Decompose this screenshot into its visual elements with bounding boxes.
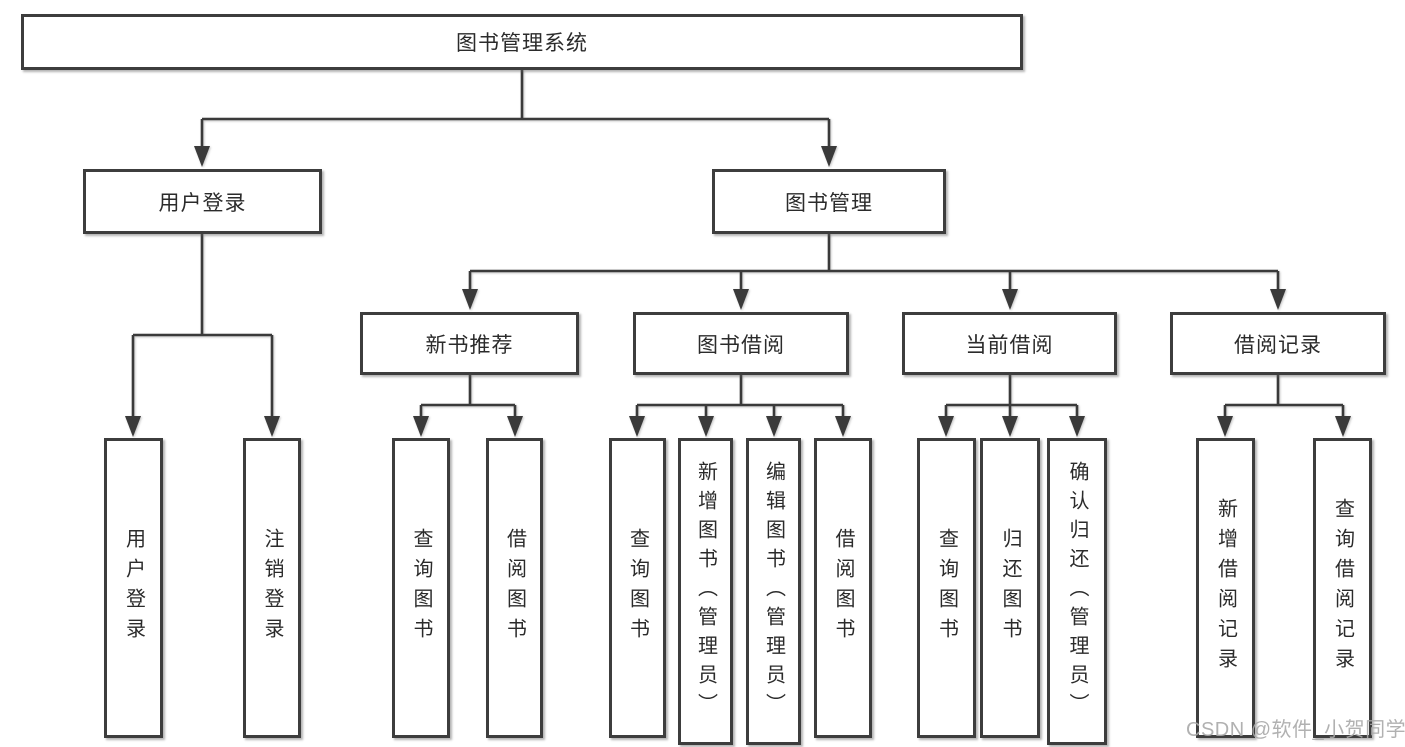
leaf-newbooks-query-books-label: 查询图书 xyxy=(410,528,432,648)
node-borrow-records: 借阅记录 xyxy=(1170,312,1386,375)
leaf-borrow-query-books-label: 查询图书 xyxy=(626,528,649,648)
leaf-newbooks-query-books: 查询图书 xyxy=(392,438,450,738)
leaf-current-query-books-label: 查询图书 xyxy=(935,528,958,648)
node-root: 图书管理系统 xyxy=(21,14,1023,70)
leaf-current-confirm-return-admin-label: 确认归还（管理员） xyxy=(1066,461,1088,722)
leaf-borrow-add-books-admin-label: 新增图书（管理员） xyxy=(694,461,717,722)
arrow-icon xyxy=(698,416,714,437)
node-book-management-label: 图书管理 xyxy=(785,191,873,215)
arrow-icon xyxy=(1217,416,1233,437)
arrow-icon xyxy=(413,416,429,437)
leaf-logout: 注销登录 xyxy=(243,438,301,738)
arrow-icon xyxy=(1002,416,1018,437)
leaf-current-query-books: 查询图书 xyxy=(917,438,976,738)
csdn-watermark: CSDN @软件_小贺同学 xyxy=(1186,719,1405,741)
arrow-icon xyxy=(938,416,954,437)
arrow-icon xyxy=(766,416,782,437)
leaf-records-query-record-label: 查询借阅记录 xyxy=(1331,498,1354,678)
node-current-borrow-label: 当前借阅 xyxy=(965,333,1054,357)
connector-root-to-level2 xyxy=(200,70,831,146)
leaf-newbooks-borrow-books-label: 借阅图书 xyxy=(503,528,526,648)
leaf-current-confirm-return-admin: 确认归还（管理员） xyxy=(1047,438,1107,745)
arrow-icon xyxy=(1270,289,1286,310)
arrow-icon xyxy=(835,416,851,437)
leaf-records-add-record: 新增借阅记录 xyxy=(1196,438,1255,738)
arrow-icon xyxy=(507,416,523,437)
connector-currentborrow-to-leaves xyxy=(944,375,1079,416)
connector-userlogin-to-leaves xyxy=(131,234,274,416)
leaf-newbooks-borrow-books: 借阅图书 xyxy=(486,438,543,738)
arrow-icon xyxy=(1002,289,1018,310)
leaf-logout-label: 注销登录 xyxy=(261,528,283,648)
leaf-borrow-edit-books-admin-label: 编辑图书（管理员） xyxy=(762,461,785,722)
leaf-records-query-record: 查询借阅记录 xyxy=(1313,438,1372,738)
node-new-books-label: 新书推荐 xyxy=(425,333,514,357)
node-book-management: 图书管理 xyxy=(712,169,946,234)
node-borrow-records-label: 借阅记录 xyxy=(1234,333,1322,357)
connector-borrowrecords-to-leaves xyxy=(1223,375,1345,416)
leaf-current-return-books: 归还图书 xyxy=(980,438,1040,738)
connector-bookborrow-to-leaves xyxy=(635,375,845,416)
arrow-icon xyxy=(733,289,749,310)
node-root-label: 图书管理系统 xyxy=(456,32,588,55)
leaf-borrow-query-books: 查询图书 xyxy=(609,438,666,738)
node-book-borrow-label: 图书借阅 xyxy=(697,333,785,357)
arrowheads xyxy=(125,146,1351,437)
arrow-icon xyxy=(1335,416,1351,437)
arrow-icon xyxy=(264,416,280,437)
leaf-current-return-books-label: 归还图书 xyxy=(999,528,1021,648)
arrow-icon xyxy=(462,289,478,310)
arrow-icon xyxy=(629,416,645,437)
leaf-borrow-borrow-books-label: 借阅图书 xyxy=(832,528,854,648)
arrow-icon xyxy=(1069,416,1085,437)
leaf-records-add-record-label: 新增借阅记录 xyxy=(1214,498,1237,678)
connector-bookmgmt-to-level3 xyxy=(468,234,1280,291)
node-current-borrow: 当前借阅 xyxy=(902,312,1117,375)
node-user-login: 用户登录 xyxy=(83,169,322,234)
arrow-icon xyxy=(194,146,210,167)
connector-newbooks-to-leaves xyxy=(419,375,517,416)
leaf-user-login: 用户登录 xyxy=(104,438,163,738)
node-new-books: 新书推荐 xyxy=(360,312,579,375)
leaf-borrow-add-books-admin: 新增图书（管理员） xyxy=(678,438,733,745)
arrow-icon xyxy=(125,416,141,437)
node-book-borrow: 图书借阅 xyxy=(633,312,849,375)
node-user-login-label: 用户登录 xyxy=(158,191,247,215)
leaf-user-login-label: 用户登录 xyxy=(122,528,145,648)
leaf-borrow-borrow-books: 借阅图书 xyxy=(814,438,872,738)
leaf-borrow-edit-books-admin: 编辑图书（管理员） xyxy=(746,438,801,745)
arrow-icon xyxy=(821,146,837,167)
